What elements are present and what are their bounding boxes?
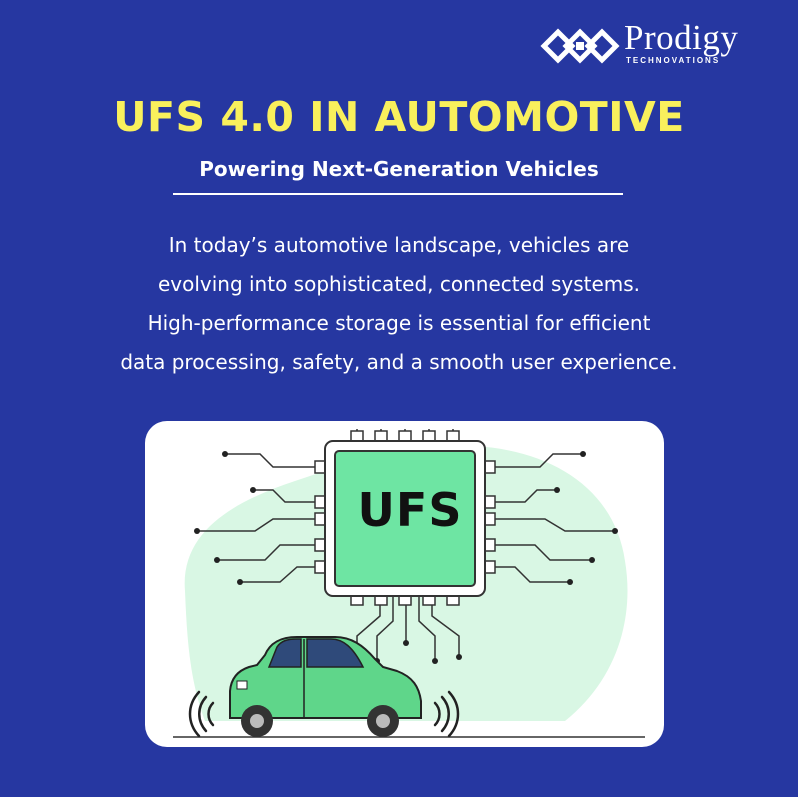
sensor-wave-icon	[188, 690, 460, 738]
interlocking-diamonds-logo-icon	[540, 28, 620, 64]
brand-name: Prodigy	[624, 18, 739, 57]
page-subtitle: Powering Next-Generation Vehicles	[199, 157, 599, 181]
chip-label: UFS	[357, 483, 463, 537]
intro-paragraph: In today’s automotive landscape, vehicle…	[40, 226, 758, 382]
intro-line: In today’s automotive landscape, vehicle…	[168, 233, 630, 257]
ufs-car-illustration	[173, 429, 645, 738]
page-title: UFS 4.0 IN AUTOMOTIVE	[113, 93, 685, 141]
intro-line: High-performance storage is essential fo…	[147, 311, 651, 335]
subtitle-underline	[173, 193, 623, 195]
illustration-card: UFS	[145, 421, 664, 747]
brand-logo: Prodigy TECHNOVATIONS	[540, 18, 770, 74]
intro-line: data processing, safety, and a smooth us…	[120, 350, 678, 374]
brand-tagline: TECHNOVATIONS	[626, 56, 721, 65]
intro-line: evolving into sophisticated, connected s…	[157, 272, 641, 296]
car-icon	[229, 636, 422, 737]
